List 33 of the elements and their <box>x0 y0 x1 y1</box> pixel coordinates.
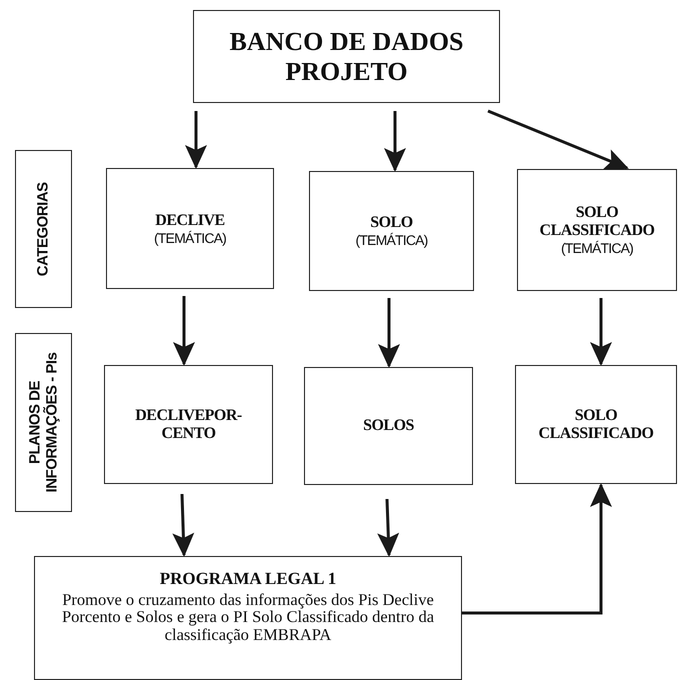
arrow <box>377 498 400 557</box>
title-box <box>193 10 500 103</box>
node-title: BANCO DE DADOS PROJETO <box>228 26 465 86</box>
arrow <box>172 494 194 557</box>
arrow <box>487 110 629 170</box>
layer-box <box>304 367 473 485</box>
layer-box <box>515 365 677 484</box>
arrow <box>378 298 400 368</box>
side-label: PLANOS DE INFORMAÇÕES - PIs <box>27 352 60 494</box>
layer-box <box>104 365 273 484</box>
program-box <box>34 556 462 680</box>
arrow <box>590 298 612 366</box>
node-subtitle: (TEMÁTICA) <box>355 232 428 248</box>
node-description: Promove o cruzamento das informações dos Pis Declive Porcento e Solos e gera o PI Solo Classificado dentro da classificação EMBRAPA <box>60 591 436 643</box>
layer-side-box <box>15 333 72 512</box>
arrow <box>384 111 406 172</box>
arrow <box>462 483 612 614</box>
arrow <box>185 111 207 169</box>
node-title: SOLO <box>369 214 414 232</box>
node-title: SOLO CLASSIFICADO <box>538 204 656 240</box>
category-box <box>106 168 274 289</box>
node-title: DECLIVE <box>154 212 226 230</box>
arrow <box>173 296 195 366</box>
node-title: PROGRAMA LEGAL 1 <box>160 569 336 589</box>
node-title: DECLIVEPOR-CENTO <box>134 406 243 442</box>
side-label: CATEGORIAS <box>35 182 52 276</box>
category-box <box>309 171 474 291</box>
node-title: SOLOS <box>362 417 415 435</box>
category-box <box>517 169 677 291</box>
node-subtitle: (TEMÁTICA) <box>154 230 226 246</box>
category-side-box <box>15 150 72 308</box>
node-subtitle: (TEMÁTICA) <box>560 240 634 256</box>
node-title: SOLO CLASSIFICADO <box>538 406 654 442</box>
